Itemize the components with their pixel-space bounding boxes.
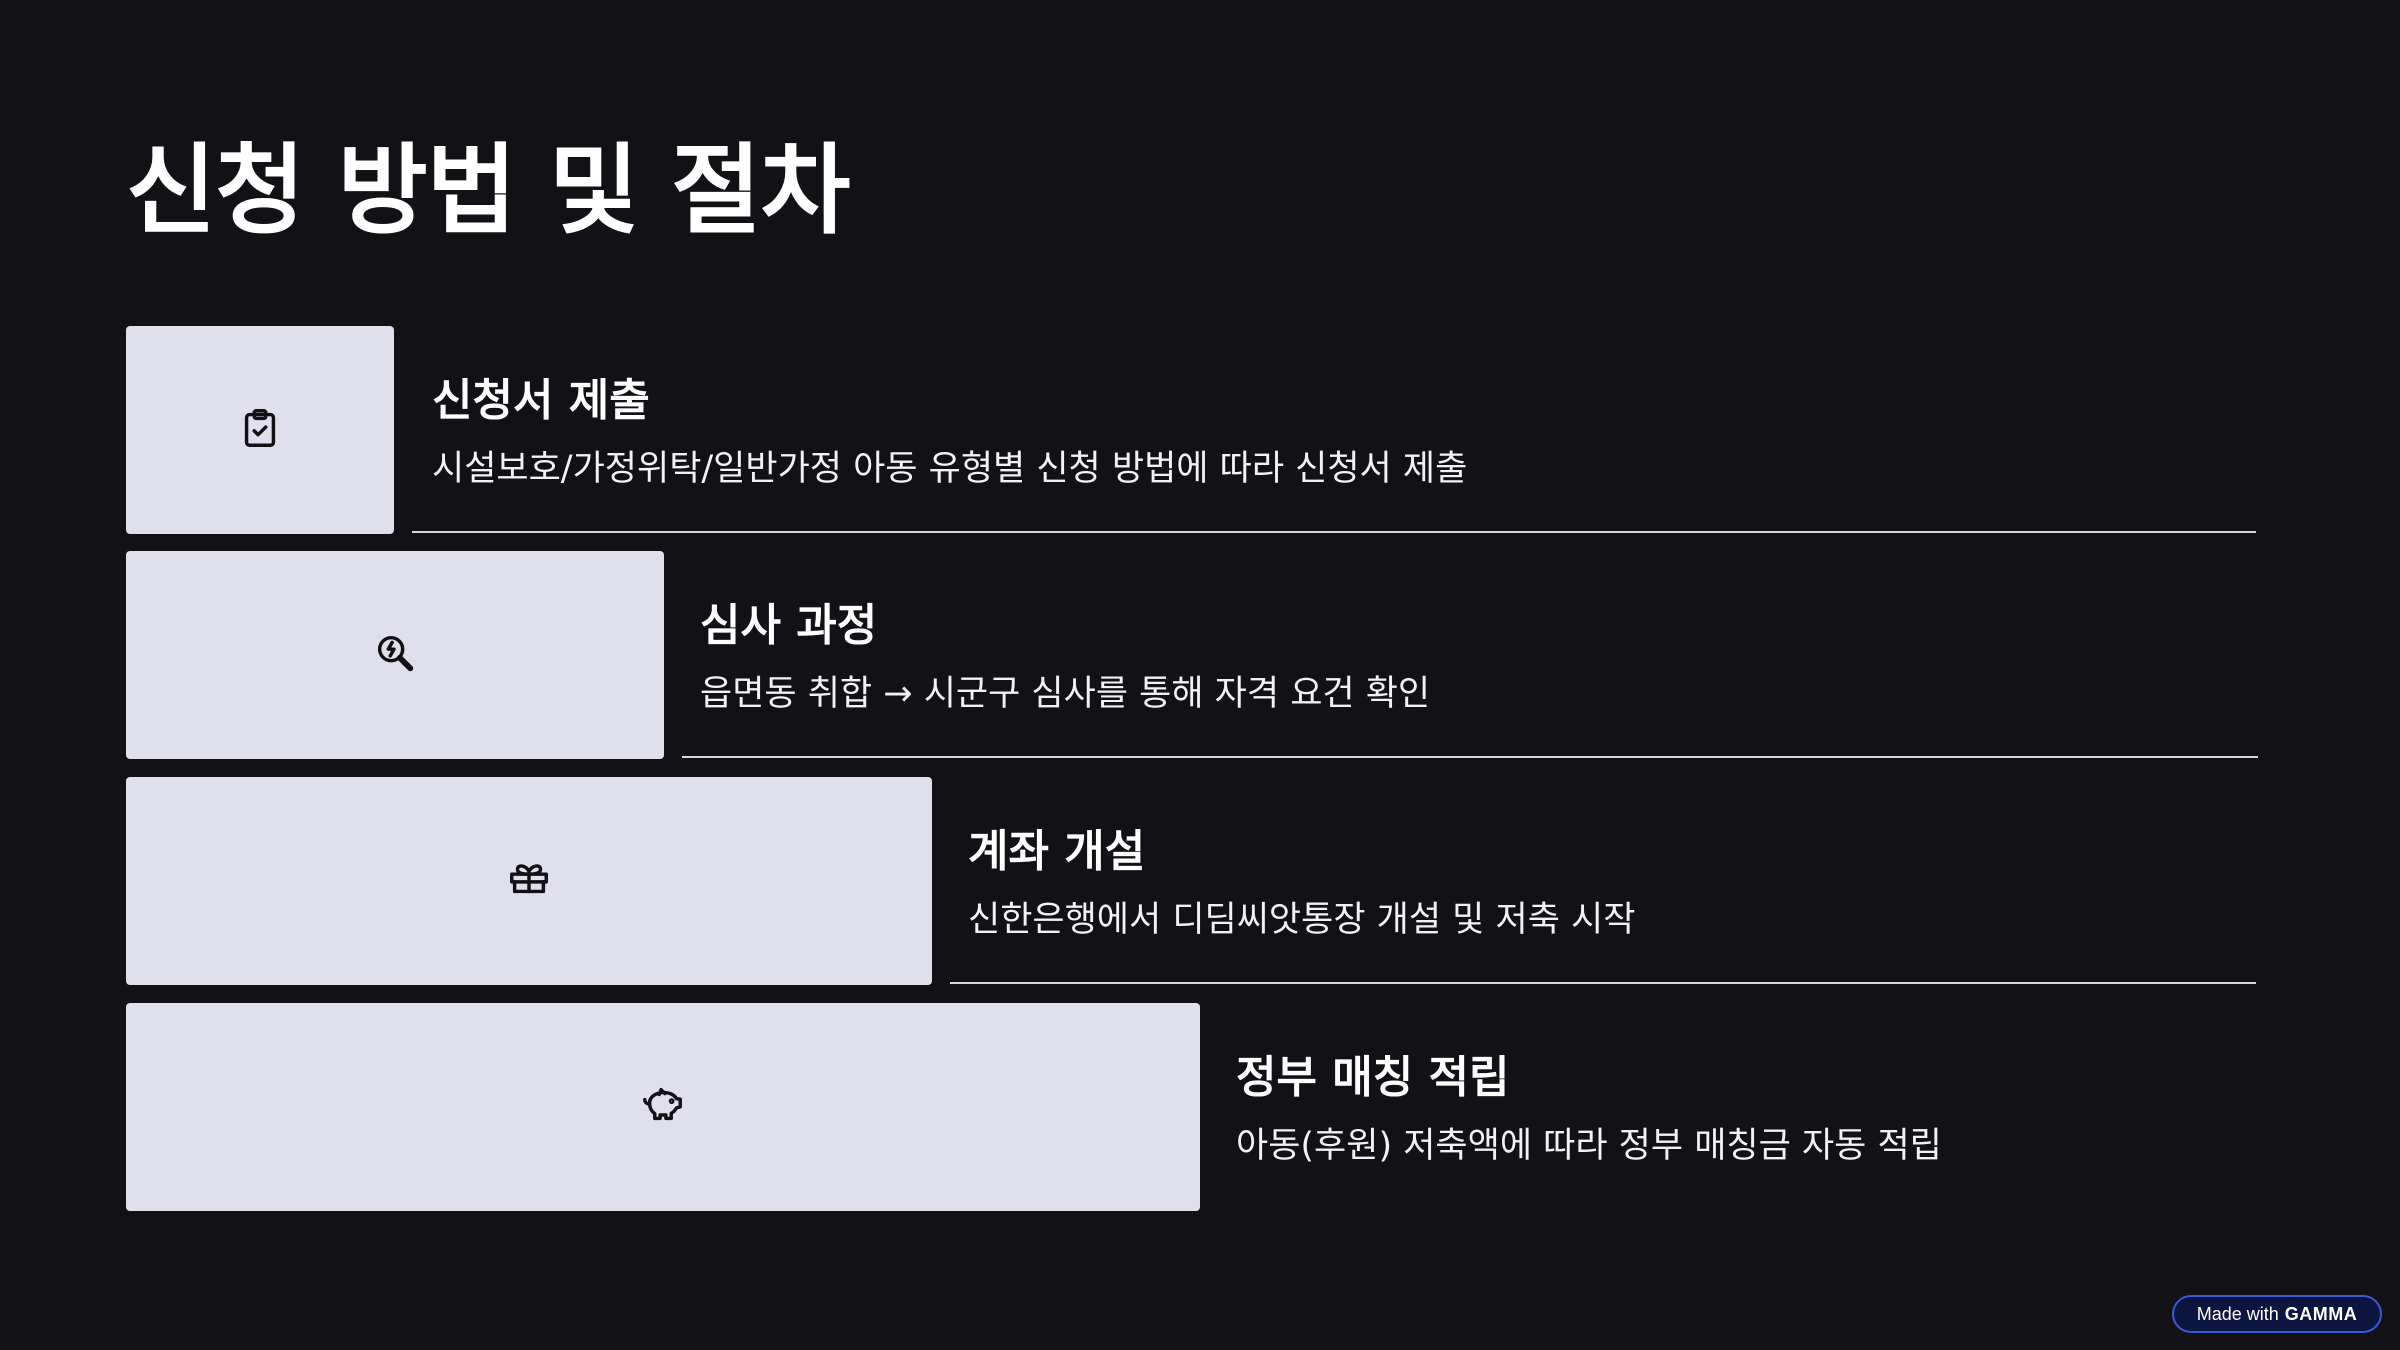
step-icon-box	[126, 777, 932, 985]
step-government-matching: 정부 매칭 적립 아동(후원) 저축액에 따라 정부 매칭금 자동 적립	[126, 1003, 2256, 1211]
gift-icon	[506, 856, 552, 906]
search-review-icon	[372, 630, 418, 680]
step-description: 읍면동 취합 → 시군구 심사를 통해 자격 요건 확인	[700, 674, 1431, 714]
clipboard-check-icon	[237, 405, 283, 455]
step-heading: 정부 매칭 적립	[1236, 1052, 1510, 1103]
step-divider	[412, 531, 2256, 533]
step-heading: 심사 과정	[700, 600, 878, 651]
step-icon-box	[126, 326, 394, 534]
step-icon-box	[126, 1003, 1200, 1211]
step-description: 아동(후원) 저축액에 따라 정부 매칭금 자동 적립	[1236, 1126, 1942, 1166]
step-description: 시설보호/가정위탁/일반가정 아동 유형별 신청 방법에 따라 신청서 제출	[432, 449, 1468, 489]
page-title: 신청 방법 및 절차	[126, 134, 850, 248]
step-review-process: 심사 과정 읍면동 취합 → 시군구 심사를 통해 자격 요건 확인	[126, 551, 2258, 759]
step-description: 신한은행에서 디딤씨앗통장 개설 및 저축 시작	[968, 900, 1636, 940]
step-divider	[682, 756, 2258, 758]
gamma-logo: GAMMA	[2284, 1303, 2358, 1324]
step-heading: 계좌 개설	[968, 826, 1146, 877]
step-divider	[950, 982, 2256, 984]
step-icon-box	[126, 551, 664, 759]
piggy-bank-icon	[640, 1082, 686, 1132]
made-with-gamma-badge[interactable]: Made with GAMMA	[2172, 1295, 2382, 1333]
step-application-submission: 신청서 제출 시설보호/가정위탁/일반가정 아동 유형별 신청 방법에 따라 신…	[126, 326, 2256, 534]
badge-prefix: Made with	[2196, 1303, 2279, 1324]
step-account-opening: 계좌 개설 신한은행에서 디딤씨앗통장 개설 및 저축 시작	[126, 777, 2256, 985]
step-heading: 신청서 제출	[432, 375, 650, 426]
